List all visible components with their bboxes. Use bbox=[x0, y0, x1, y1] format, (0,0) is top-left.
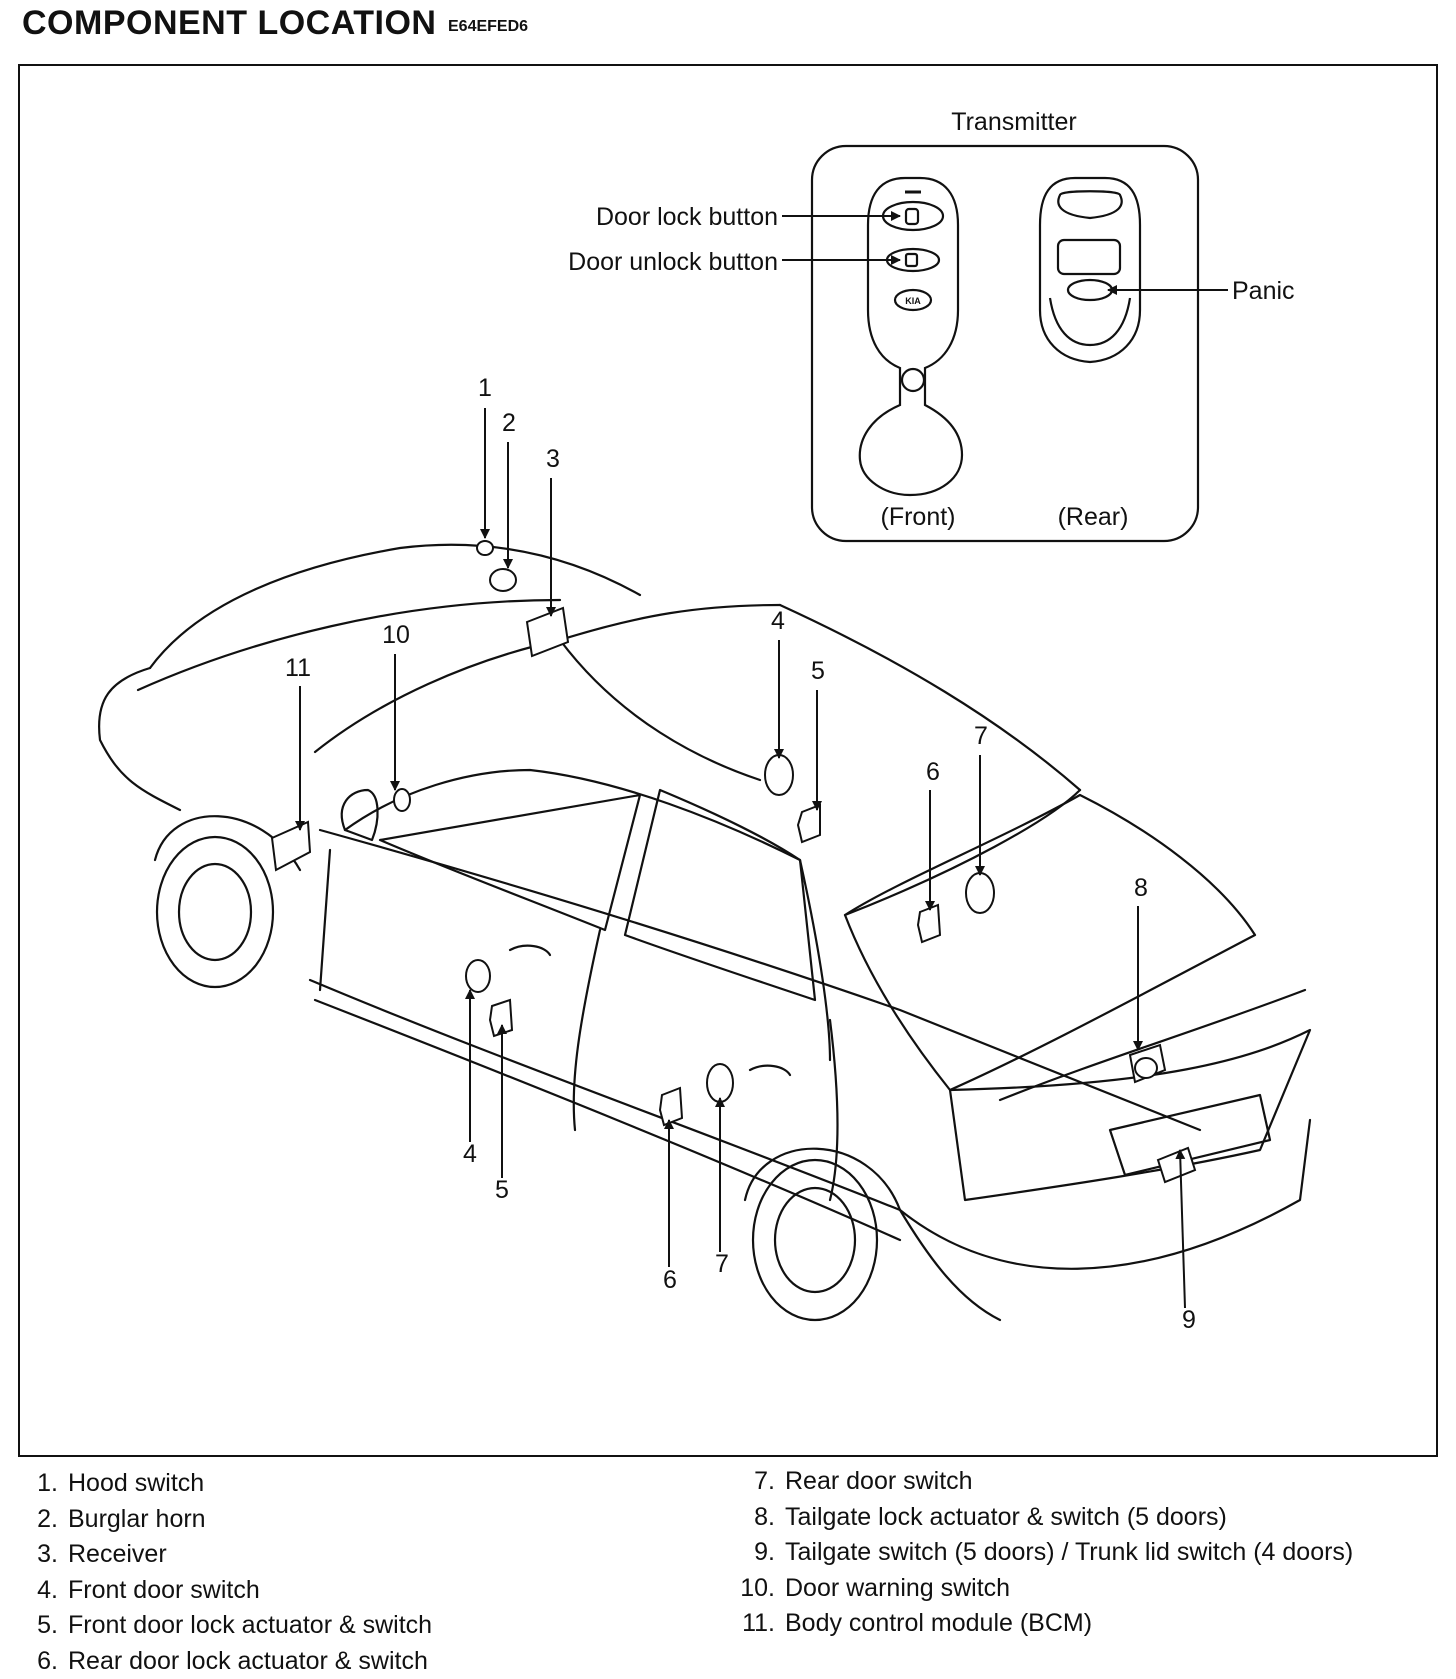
door-warning-switch-marker bbox=[394, 789, 410, 811]
callout-6-side: 6 bbox=[663, 1266, 677, 1294]
callout-7-side: 7 bbox=[715, 1250, 729, 1278]
legend-item: 8.Tailgate lock actuator & switch (5 doo… bbox=[735, 1500, 1353, 1536]
callout-2: 2 bbox=[502, 409, 516, 437]
legend-item: 6.Rear door lock actuator & switch bbox=[34, 1644, 432, 1679]
hood-switch-marker bbox=[477, 541, 493, 555]
rear-door-actuator-side-marker bbox=[660, 1088, 682, 1125]
car-drawing bbox=[99, 545, 1310, 1320]
car-roof-rear bbox=[845, 790, 1080, 915]
car-bumper bbox=[900, 1120, 1310, 1269]
tailgate-switch-marker bbox=[1158, 1148, 1195, 1182]
callout-6-roof: 6 bbox=[926, 758, 940, 786]
legend-item: 5.Front door lock actuator & switch bbox=[34, 1608, 432, 1644]
car-door-handle-front bbox=[510, 946, 550, 955]
callout-5-side: 5 bbox=[495, 1176, 509, 1204]
rear-door-switch-side-marker bbox=[707, 1064, 733, 1102]
legend-item: 4.Front door switch bbox=[34, 1573, 432, 1609]
car-body-sill bbox=[315, 1000, 900, 1240]
legend-item: 7.Rear door switch bbox=[735, 1464, 1353, 1500]
door-lock-button-label: Door lock button bbox=[596, 203, 778, 231]
legend-item: 2.Burglar horn bbox=[34, 1502, 432, 1538]
rear-door-actuator-roof-marker bbox=[918, 905, 940, 942]
fob-front bbox=[860, 178, 962, 495]
car-front-window bbox=[380, 795, 640, 930]
bcm-marker bbox=[272, 822, 310, 870]
callout-8: 8 bbox=[1134, 874, 1148, 902]
legend-right: 7.Rear door switch 8.Tailgate lock actua… bbox=[735, 1464, 1353, 1642]
kia-logo-text: KIA bbox=[905, 296, 921, 306]
callout-3: 3 bbox=[546, 445, 560, 473]
panic-label: Panic bbox=[1232, 277, 1295, 305]
fob-rear bbox=[1040, 178, 1140, 362]
car-body-side bbox=[310, 980, 1000, 1320]
callout-9: 9 bbox=[1182, 1306, 1196, 1334]
tailgate-lock-switch-marker bbox=[1135, 1058, 1157, 1078]
car-front-wheel bbox=[157, 837, 273, 987]
car-rear-window bbox=[845, 795, 1255, 1090]
transmitter-title: Transmitter bbox=[951, 108, 1076, 136]
car-side-window bbox=[345, 770, 830, 1060]
callout-5-roof: 5 bbox=[811, 657, 825, 685]
car-door-handle-rear bbox=[750, 1066, 790, 1075]
car-hood-crease bbox=[138, 600, 560, 690]
callout-4-side: 4 bbox=[463, 1140, 477, 1168]
front-door-switch-roof-marker bbox=[765, 755, 793, 795]
car-side-mirror bbox=[342, 790, 378, 840]
car-front-door bbox=[320, 850, 600, 1130]
callout-7-roof: 7 bbox=[974, 722, 988, 750]
front-door-actuator-roof-marker bbox=[798, 805, 820, 842]
callout-10: 10 bbox=[382, 621, 410, 649]
component-location-diagram: 1 2 3 4 5 6 7 8 9 10 11 4 5 6 7 Transmit… bbox=[0, 0, 1456, 1460]
rear-label: (Rear) bbox=[1058, 503, 1129, 531]
legend-item: 3.Receiver bbox=[34, 1537, 432, 1573]
legend-item: 9.Tailgate switch (5 doors) / Trunk lid … bbox=[735, 1535, 1353, 1571]
legend-item: 10.Door warning switch bbox=[735, 1571, 1353, 1607]
rear-door-switch-roof-marker bbox=[966, 873, 994, 913]
car-rear-wheel bbox=[753, 1160, 877, 1320]
transmitter-inset: Transmitter KIA Door lock butto bbox=[568, 108, 1294, 541]
legend-left: 1.Hood switch 2.Burglar horn 3.Receiver … bbox=[34, 1466, 432, 1679]
legend-item: 1.Hood switch bbox=[34, 1466, 432, 1502]
receiver-marker bbox=[527, 608, 568, 656]
legend-item: 11.Body control module (BCM) bbox=[735, 1606, 1353, 1642]
burglar-horn-marker bbox=[490, 569, 516, 591]
front-label: (Front) bbox=[881, 503, 956, 531]
car-rear-side-window bbox=[625, 790, 815, 1000]
door-unlock-button-label: Door unlock button bbox=[568, 248, 778, 276]
front-door-switch-side-marker bbox=[466, 960, 490, 992]
panic-button-shape bbox=[1068, 280, 1112, 300]
callout-11: 11 bbox=[285, 654, 311, 682]
car-rear-door bbox=[830, 1020, 838, 1200]
car-roof-left bbox=[560, 640, 760, 780]
car-front-wheel-inner bbox=[179, 864, 251, 960]
callout-1: 1 bbox=[478, 374, 492, 402]
callout-4-roof: 4 bbox=[771, 607, 785, 635]
